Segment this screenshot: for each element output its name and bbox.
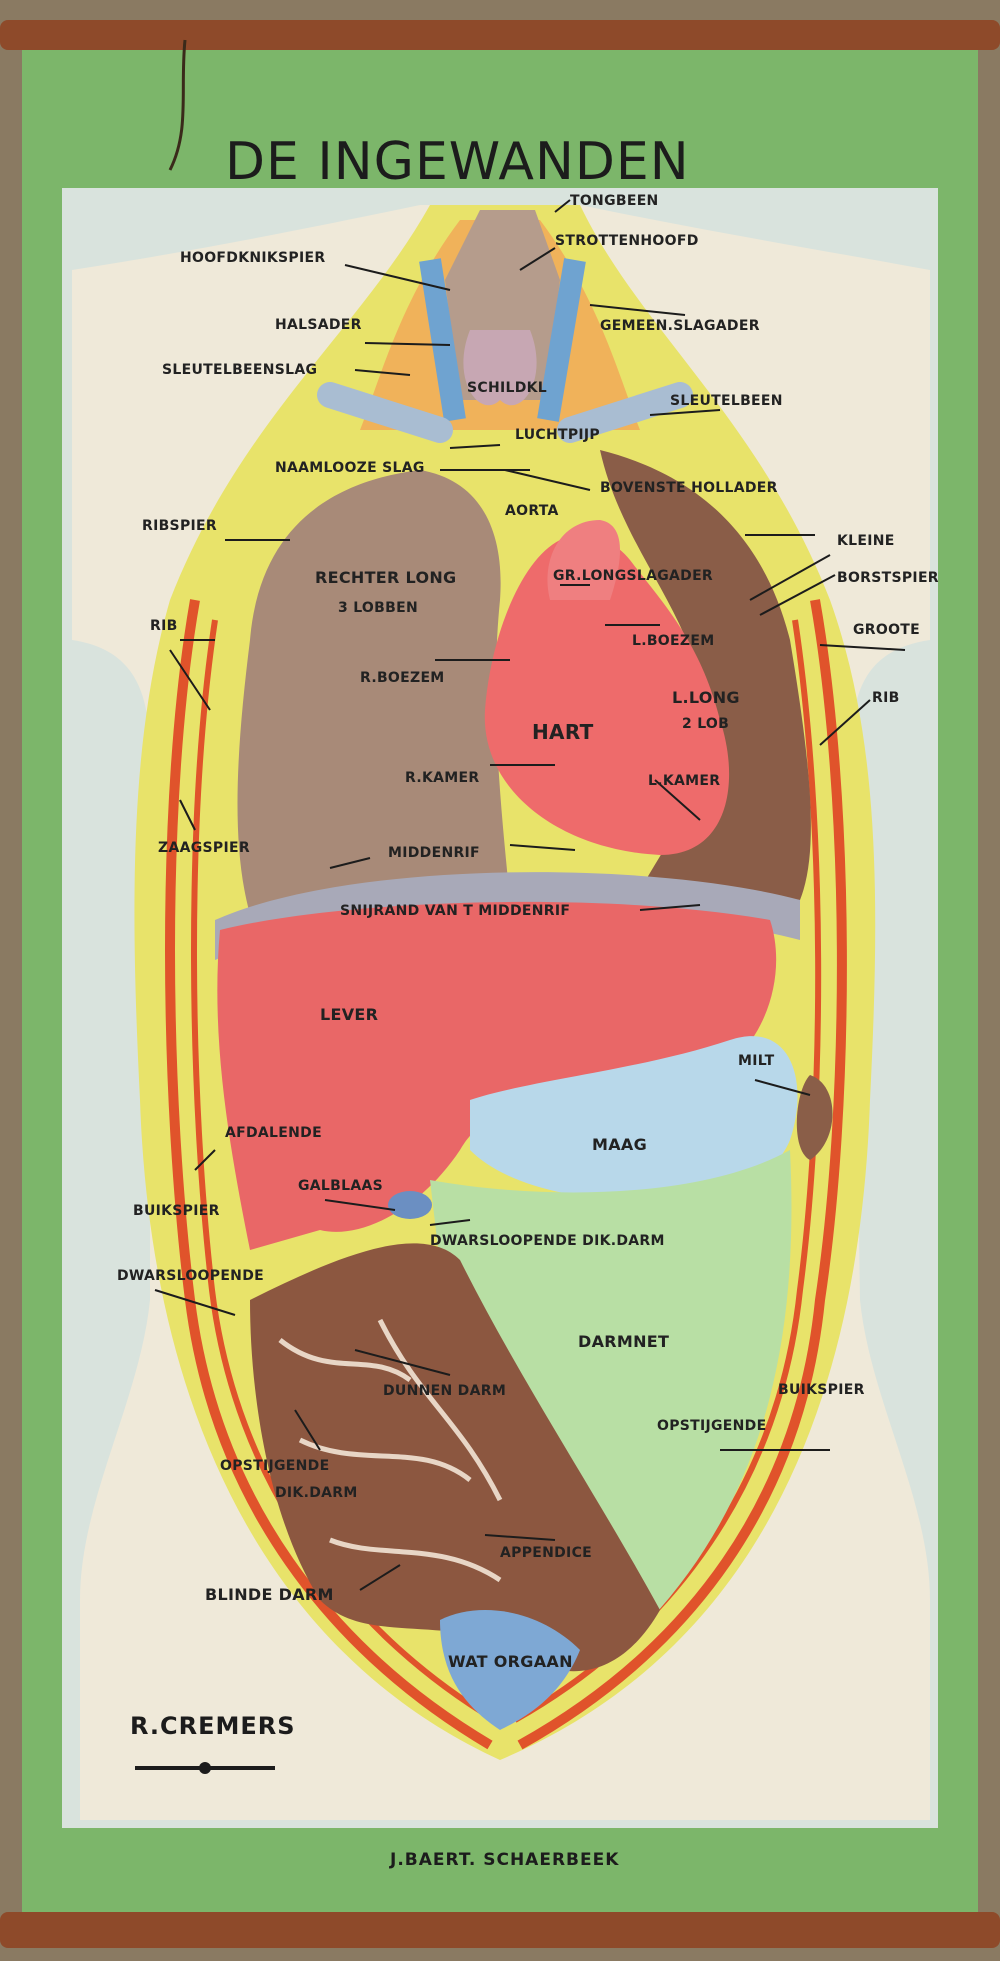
label-halsader: HALSADER xyxy=(275,317,362,333)
label-borstspier: BORSTSPIER xyxy=(837,570,939,586)
heart xyxy=(484,535,730,855)
publisher-imprint: J.BAERT. SCHAERBEEK xyxy=(390,1850,620,1870)
label-groote: GROOTE xyxy=(853,622,920,638)
label-luchtpijp: LUCHTPIJP xyxy=(515,427,600,443)
label-l-boezem: L.BOEZEM xyxy=(632,633,715,649)
label-bovenste-hollader: BOVENSTE HOLLADER xyxy=(600,480,778,496)
label-schildkl: SCHILDKL xyxy=(467,380,547,396)
small-intestine xyxy=(250,1243,660,1672)
label-l-long-lob: 2 LOB xyxy=(682,716,730,732)
label-r-boezem: R.BOEZEM xyxy=(360,670,445,686)
bottom-wooden-rod xyxy=(0,1912,1000,1948)
label-rib-left: RIB xyxy=(150,618,178,634)
label-opstijgende-left: OPSTIJGENDE xyxy=(220,1458,330,1474)
label-rechter-long-lobben: 3 LOBBEN xyxy=(338,600,418,616)
label-gr-longslagader: GR.LONGSLAGADER xyxy=(553,568,714,584)
aorta-arch xyxy=(547,520,620,600)
right-lung xyxy=(237,470,510,930)
label-rechter-long: RECHTER LONG xyxy=(315,568,457,587)
muscle-stripes xyxy=(165,599,847,1750)
intestine-folds xyxy=(278,1318,503,1583)
author-signature-dot xyxy=(199,1762,211,1774)
label-blinde-darm: BLINDE DARM xyxy=(205,1585,334,1604)
label-zaagspier: ZAAGSPIER xyxy=(158,840,250,856)
label-middenrif: MIDDENRIF xyxy=(388,845,480,861)
label-appendice: APPENDICE xyxy=(500,1545,593,1561)
author-signature: R.CREMERS xyxy=(130,1712,296,1740)
label-dunnen-darm: DUNNEN DARM xyxy=(383,1383,507,1399)
spleen xyxy=(796,1075,833,1160)
diaphragm xyxy=(215,872,800,960)
label-rib-right: RIB xyxy=(872,690,900,706)
label-sleutelbeen: SLEUTELBEEN xyxy=(670,393,783,409)
label-wat-orgaan: WAT ORGAAN xyxy=(448,1652,573,1671)
label-dwarsloopende: DWARSLOOPENDE xyxy=(117,1268,264,1284)
top-wooden-rod xyxy=(0,20,1000,50)
label-naamlooze-slag: NAAMLOOZE SLAG xyxy=(275,460,425,476)
pelvic-area xyxy=(440,1610,580,1730)
gall-bladder xyxy=(388,1191,432,1219)
label-tongbeen: TONGBEEN xyxy=(570,193,659,209)
label-gemeen-slagader: GEMEEN.SLAGADER xyxy=(600,318,760,334)
label-l-long: L.LONG xyxy=(672,688,740,707)
label-hart: HART xyxy=(532,720,594,744)
chart-title: DE INGEWANDEN xyxy=(225,132,690,192)
left-lung xyxy=(600,450,811,900)
label-sleutelbeenslag: SLEUTELBEENSLAG xyxy=(162,362,318,378)
label-kleine: KLEINE xyxy=(837,533,895,549)
leader-lines xyxy=(154,199,906,1591)
label-darmnet: DARMNET xyxy=(578,1332,670,1351)
label-galblaas: GALBLAAS xyxy=(298,1178,383,1194)
clavicles xyxy=(317,382,693,443)
label-snijrand: SNIJRAND VAN T MIDDENRIF xyxy=(340,903,571,919)
label-buikspier-right: BUIKSPIER xyxy=(778,1382,865,1398)
hanging-string xyxy=(168,39,187,171)
thyroid xyxy=(463,330,537,406)
label-dik-darm: DIK.DARM xyxy=(275,1485,358,1501)
label-hoofdknikspier: HOOFDKNIKSPIER xyxy=(180,250,326,266)
liver xyxy=(217,901,777,1250)
label-opstijgende-right: OPSTIJGENDE xyxy=(657,1418,767,1434)
stomach xyxy=(470,1036,798,1200)
label-l-kamer: L.KAMER xyxy=(648,773,721,789)
label-strottenhoofd: STROTTENHOOFD xyxy=(555,233,699,249)
label-ribspier: RIBSPIER xyxy=(142,518,217,534)
label-aorta: AORTA xyxy=(505,503,559,519)
label-dwarsloopende-dik-darm: DWARSLOOPENDE DIK.DARM xyxy=(430,1233,665,1249)
label-r-kamer: R.KAMER xyxy=(405,770,480,786)
label-lever: LEVER xyxy=(320,1005,379,1024)
label-milt: MILT xyxy=(738,1053,775,1069)
label-buikspier-left: BUIKSPIER xyxy=(133,1203,220,1219)
label-afdalende: AFDALENDE xyxy=(225,1125,322,1141)
label-maag: MAAG xyxy=(592,1135,648,1154)
